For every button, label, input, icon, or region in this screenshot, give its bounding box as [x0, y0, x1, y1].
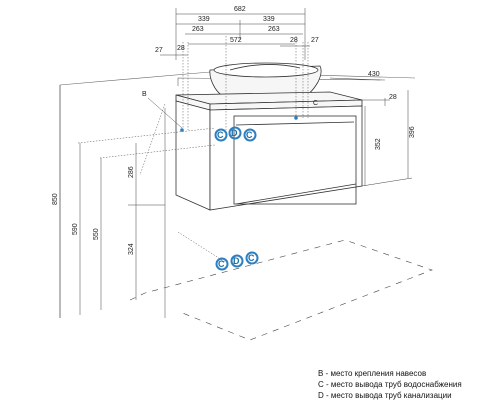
marker-c2-floor: C — [248, 253, 255, 263]
leader-b — [147, 97, 183, 129]
dim-height-286: 286 — [128, 166, 135, 178]
dim-offset-right: 28 — [290, 37, 298, 44]
mount-point-left — [180, 128, 184, 132]
legend-item-water: C - место вывода труб водоснабжения — [318, 380, 462, 389]
legend: B - место крепления навесов C - место вы… — [318, 368, 462, 401]
mount-point-right — [294, 116, 298, 120]
dim-half-left: 339 — [198, 16, 210, 23]
dim-height-324: 324 — [128, 243, 135, 255]
dim-half-right: 339 — [263, 16, 275, 23]
marker-c2-wall: C — [246, 130, 253, 140]
marker-c-floor: C — [218, 259, 225, 269]
marker-c-wall: C — [217, 130, 224, 140]
label-b: B — [142, 91, 147, 98]
legend-item-mount: B - место крепления навесов — [318, 369, 427, 378]
legend-item-drain: D - место вывода труб канализации — [318, 391, 452, 400]
floor-markers — [215, 251, 259, 271]
guide-lines — [77, 36, 309, 263]
dim-edge-right: 27 — [311, 37, 319, 44]
dim-depth: 430 — [368, 71, 380, 78]
dim-side-height: 396 — [409, 126, 416, 138]
water-markers — [214, 126, 257, 142]
dim-front-height: 352 — [375, 138, 382, 150]
dim-basin-width: 572 — [230, 37, 242, 44]
cabinet — [175, 100, 363, 211]
dim-edge-left: 27 — [155, 47, 163, 54]
dim-top-thickness: 28 — [389, 94, 397, 101]
dim-top-total: 682 — [234, 6, 246, 13]
top-dimensions — [160, 8, 310, 60]
label-c-upper: C — [313, 100, 318, 107]
countertop — [175, 91, 363, 111]
dim-inner-left: 263 — [192, 26, 204, 33]
dim-height-550: 550 — [93, 228, 100, 240]
right-dimensions — [329, 77, 413, 187]
dim-offset-left: 28 — [177, 45, 185, 52]
marker-d-floor: D — [233, 256, 240, 266]
basin — [209, 62, 322, 101]
dim-inner-right: 263 — [268, 26, 280, 33]
dim-height-590: 590 — [72, 223, 79, 235]
marker-d-wall: D — [231, 128, 238, 138]
left-dimensions — [59, 85, 165, 318]
dim-total-height: 850 — [52, 193, 59, 205]
floor-outline — [129, 239, 433, 341]
